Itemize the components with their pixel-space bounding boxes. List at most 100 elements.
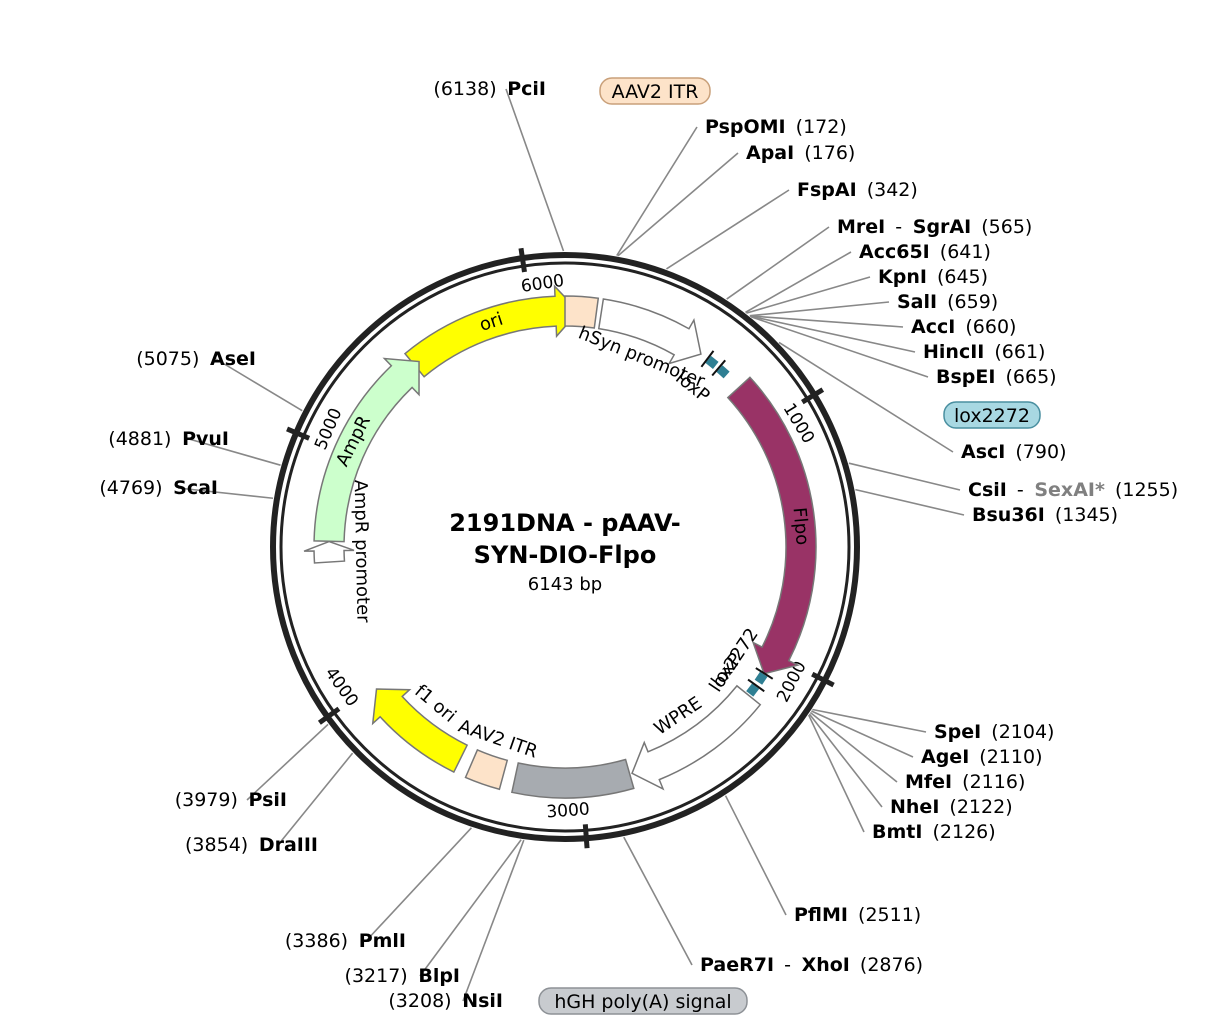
- feature-aav2-itr: [464, 748, 509, 791]
- site-labels: (6138) PciI PspOMI (172) ApaI (176) FspAI (…: [99, 78, 1178, 1012]
- plasmid-backbone: [270, 252, 860, 842]
- map-title-line2: SYN-DIO-Flpo: [474, 541, 657, 569]
- site-leader-line: [778, 341, 954, 453]
- site-leader-line: [750, 316, 929, 378]
- site-label: SalI (659): [897, 291, 998, 313]
- site-label: BspEI (665): [936, 366, 1057, 388]
- site-label: SpeI (2104): [934, 721, 1054, 743]
- site-label: (3854) DraIII: [185, 834, 318, 856]
- site-label: AgeI (2110): [921, 746, 1042, 768]
- feature-ampr-promoter: [303, 540, 355, 564]
- feature-lox2272-cap: [755, 667, 774, 680]
- feature-lox2272: [716, 365, 730, 379]
- feature-loxp: [705, 355, 719, 369]
- tick-label: 3000: [546, 799, 591, 822]
- site-leader-line: [277, 752, 354, 846]
- backbone-outer-ring: [270, 252, 860, 842]
- tick-mark: [286, 426, 311, 441]
- site-label: PspOMI (172): [705, 116, 847, 138]
- site-leader-line: [215, 358, 303, 412]
- site-label: CsiI - SexAI* (1255): [968, 479, 1178, 501]
- site-label: HincII (661): [923, 341, 1045, 363]
- map-size: 6143 bp: [528, 574, 602, 595]
- site-leader-line: [812, 708, 927, 733]
- site-label: AccI (660): [911, 316, 1016, 338]
- site-leader-line: [745, 251, 852, 314]
- site-label: (3208) NsiI: [388, 990, 503, 1012]
- site-label: (3217) BlpI: [345, 965, 460, 987]
- site-label: AscI (790): [961, 441, 1067, 463]
- feature-label-flpo: Flpo: [788, 507, 812, 546]
- feature-f1-ori: [371, 688, 469, 774]
- tick-mark: [582, 824, 590, 849]
- feature-lox2272-cap: [711, 359, 726, 377]
- site-label: Bsu36I (1345): [972, 504, 1118, 526]
- site-label: (3979) PsiI: [175, 789, 287, 811]
- feature-box-aav2-itr: AAV2 ITR: [599, 77, 711, 105]
- site-label: (4769) ScaI: [99, 477, 218, 499]
- feature-lox2272: [754, 671, 768, 685]
- feature-ampr: [313, 357, 420, 543]
- site-leader-line: [419, 839, 522, 977]
- feature-loxp-cap: [700, 350, 715, 368]
- site-leader-line: [177, 487, 274, 500]
- site-leader-line: [848, 462, 961, 491]
- feature-aav2-itr: [564, 295, 600, 329]
- site-leader-line: [811, 710, 914, 758]
- feature-hgh-poly-a-signal: [510, 758, 635, 799]
- backbone-inner-ring: [279, 261, 851, 833]
- map-title-line1: 2191DNA - pAAV-: [449, 509, 681, 537]
- site-label: PaeR7I - XhoI (2876): [700, 954, 923, 976]
- site-leader-line: [807, 714, 865, 833]
- site-leader-line: [809, 711, 898, 783]
- feature-label-aav2-itr: AAV2 ITR: [456, 716, 541, 763]
- feature-box-lox2272: lox2272: [943, 401, 1041, 429]
- site-label: MfeI (2116): [905, 771, 1025, 793]
- svg-text:lox2272: lox2272: [954, 405, 1030, 427]
- site-label: ApaI (176): [746, 142, 855, 164]
- site-label: FspAI (342): [797, 179, 918, 201]
- site-label: (4881) PvuI: [108, 428, 229, 450]
- site-leader-lines: [177, 88, 965, 1002]
- feature-loxp-cap: [747, 678, 765, 693]
- site-leader-line: [749, 315, 904, 328]
- site-label: (3386) PmlI: [285, 930, 406, 952]
- site-leader-line: [623, 836, 693, 966]
- site-label: Acc65I (641): [859, 241, 991, 263]
- site-leader-line: [365, 827, 473, 942]
- site-leader-line: [666, 189, 790, 270]
- site-leader-line: [749, 301, 890, 317]
- tick-mark: [317, 706, 341, 725]
- site-leader-line: [616, 126, 698, 256]
- site-leader-line: [808, 713, 883, 808]
- svg-text:AAV2 ITR: AAV2 ITR: [612, 81, 699, 103]
- site-leader-line: [505, 88, 565, 252]
- site-leader-line: [746, 276, 871, 314]
- site-leader-line: [246, 723, 329, 801]
- tick-mark: [811, 671, 835, 688]
- site-leader-line: [188, 438, 281, 466]
- feature-loxp: [746, 683, 760, 697]
- site-label: MreI - SgrAI (565): [837, 216, 1032, 238]
- tick-mark: [518, 247, 527, 273]
- site-label: (5075) AseI: [136, 348, 256, 370]
- feature-box-hgh-polya: hGH poly(A) signal: [538, 987, 748, 1015]
- feature-wpre: [631, 684, 762, 791]
- site-label: PflMI (2511): [794, 904, 921, 926]
- site-leader-line: [724, 795, 787, 916]
- site-label: KpnI (645): [878, 266, 988, 288]
- site-leader-line: [462, 839, 525, 1002]
- svg-text:hGH poly(A) signal: hGH poly(A) signal: [554, 991, 731, 1013]
- feature-label-ampr-promoter: AmpR promoter: [350, 479, 374, 623]
- site-leader-line: [617, 152, 739, 257]
- site-label: (6138) PciI: [433, 78, 546, 100]
- site-leader-line: [726, 226, 830, 300]
- feature-hsyn-promoter: [597, 298, 702, 365]
- feature-flpo: [726, 376, 817, 675]
- site-label: NheI (2122): [890, 796, 1013, 818]
- site-label: BmtI (2126): [872, 821, 996, 843]
- tick-mark: [800, 387, 825, 405]
- site-leader-line: [750, 315, 916, 353]
